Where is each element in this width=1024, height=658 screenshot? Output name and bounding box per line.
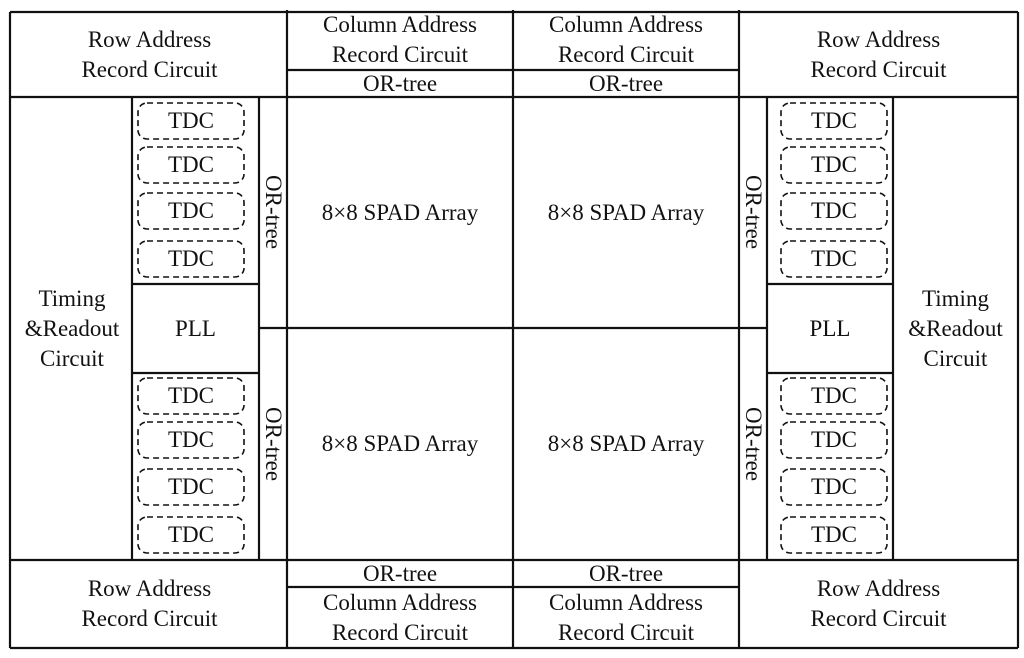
tdc-left-1: TDC [168,108,214,133]
tdc-left-2: TDC [168,152,214,177]
or-tree-vertical-left-bottom: OR-tree [261,406,286,482]
column-address-block-bottom-1: Column Address Record Circuit [323,589,477,645]
tdc-right-1: TDC [811,108,857,133]
tdc-right-4: TDC [811,246,857,271]
pll-block-right: PLL [809,315,851,341]
row-address-block-bottom-left: Row Address Record Circuit [81,576,218,631]
column-address-block-top-1: Column Address Record Circuit [323,12,477,67]
or-tree-vertical-right-top: OR-tree [741,175,766,250]
tdc-left-7: TDC [168,474,214,499]
tdc-box-left-3 [137,192,245,230]
tdc-box-right-6 [780,421,888,459]
column-address-block-bottom-2: Column Address Record Circuit [549,589,703,645]
timing-readout-circuit-right: Timing &Readout Circuit [908,285,1003,371]
tdc-right-6: TDC [811,427,857,452]
tdc-box-left-4 [137,240,245,278]
tdc-box-left-2 [137,146,245,184]
tdc-box-right-7 [780,468,888,506]
tdc-left-3: TDC [168,198,214,223]
or-tree-vertical-right-bottom: OR-tree [741,406,766,482]
tdc-box-right-5 [780,377,888,415]
tdc-left-8: TDC [168,522,214,547]
tdc-box-left-6 [137,421,245,459]
tdc-box-right-3 [780,192,888,230]
spad-array-top-right: 8×8 SPAD Array [547,199,705,225]
tdc-left-4: TDC [168,246,214,271]
tdc-box-left-8 [137,516,245,554]
tdc-box-right-8 [780,516,888,554]
timing-readout-circuit-left: Timing &Readout Circuit [24,285,120,371]
tdc-right-5: TDC [811,383,857,408]
or-tree-bottom-2: OR-tree [588,560,664,586]
tdc-box-left-5 [137,377,245,415]
row-address-block-top-right: Row Address Record Circuit [810,26,947,82]
row-address-block-top-left: Row Address Record Circuit [81,26,218,82]
tdc-box-left-7 [137,468,245,506]
tdc-right-3: TDC [811,198,857,223]
tdc-left-5: TDC [168,383,214,408]
or-tree-top-2: OR-tree [588,70,664,96]
or-tree-bottom-1: OR-tree [362,560,438,586]
tdc-box-left-1 [137,102,245,140]
tdc-right-2: TDC [811,152,857,177]
tdc-right-8: TDC [811,522,857,547]
spad-array-bottom-right: 8×8 SPAD Array [547,431,705,456]
spad-array-top-left: 8×8 SPAD Array [321,199,479,225]
or-tree-vertical-left-top: OR-tree [261,175,286,250]
tdc-box-right-4 [780,240,888,278]
tdc-box-right-2 [780,146,888,184]
or-tree-top-1: OR-tree [362,70,438,96]
row-address-block-bottom-right: Row Address Record Circuit [810,576,947,631]
tdc-box-right-1 [780,102,888,140]
column-address-block-top-2: Column Address Record Circuit [549,12,703,67]
tdc-right-7: TDC [811,474,857,499]
pll-block-left: PLL [175,315,216,341]
tdc-left-6: TDC [168,427,214,452]
spad-array-bottom-left: 8×8 SPAD Array [321,431,479,456]
